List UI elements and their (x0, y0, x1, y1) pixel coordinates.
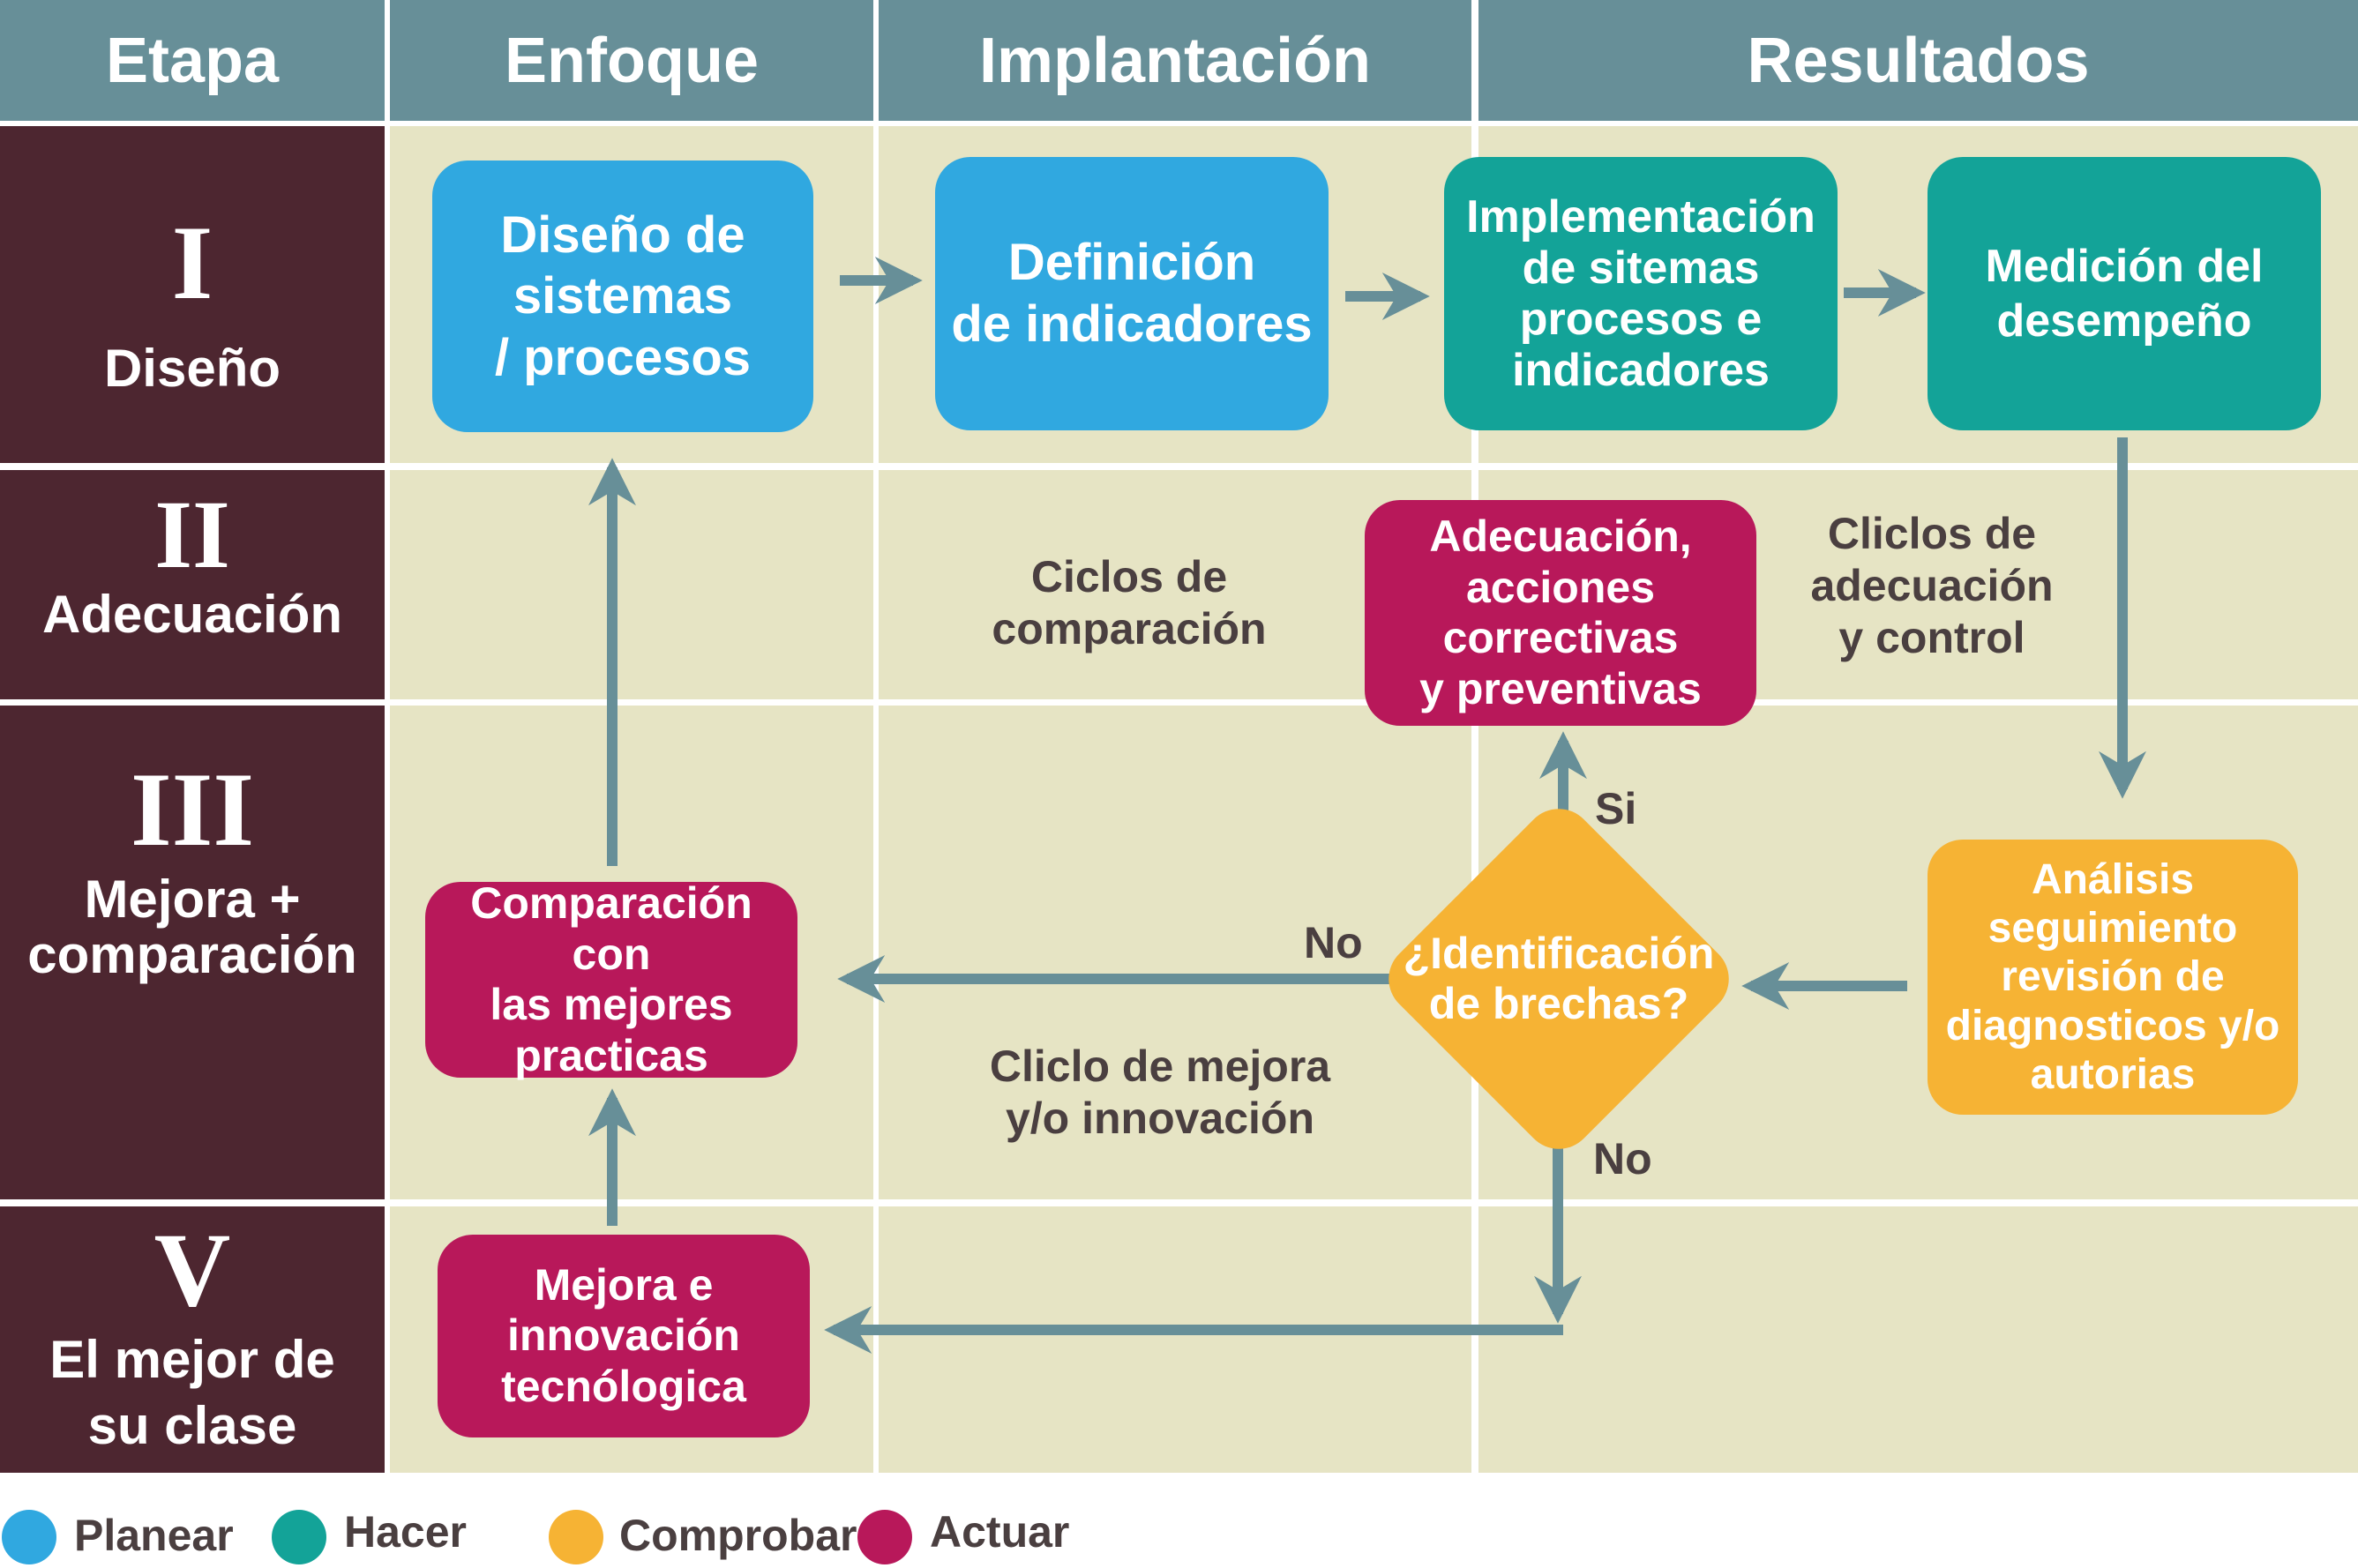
stage-3-name: Mejora + comparación (27, 870, 357, 984)
cell (879, 1206, 1471, 1473)
cell (879, 706, 1471, 1199)
edge-label-no-left: No (1304, 918, 1363, 967)
stage-2-name: Adecuación (41, 585, 343, 644)
legend-planear-label: Planear (74, 1511, 234, 1560)
legend-hacer-dot (272, 1510, 326, 1564)
node-mejora-innovacion: Mejora e innovación tecnólogica (438, 1235, 810, 1437)
header-enfoque: Enfoque (390, 0, 873, 121)
edge-label-si: Si (1595, 784, 1637, 833)
edge-label-no-down: No (1593, 1134, 1652, 1183)
cell (390, 470, 873, 699)
stage-1: I Diseño (0, 126, 385, 463)
stage-4: V El mejor de su clase (0, 1206, 385, 1473)
header-resultados: Resultados (1478, 0, 2358, 121)
node-definicion-indicadores: Definición de indicadores (935, 157, 1329, 430)
stage-2: II Adecuación (0, 470, 385, 699)
legend-planear-dot (2, 1510, 56, 1564)
legend-actuar-dot (857, 1510, 912, 1564)
header-implantacion: Implantación (879, 0, 1471, 121)
stage-1-numeral: I (171, 204, 213, 321)
node-comparacion: Comparación con las mejores practicas (425, 878, 797, 1080)
node-medicion: Medición del desempeño (1928, 157, 2321, 430)
legend-comprobar-label: Comprobar (619, 1511, 857, 1560)
stage-2-numeral: II (154, 481, 230, 588)
legend-actuar-label: Actuar (930, 1507, 1070, 1557)
stage-4-name: El mejor de su clase (49, 1330, 335, 1455)
stage-4-numeral: V (153, 1211, 231, 1328)
legend-hacer-label: Hacer (344, 1507, 467, 1557)
node-implementacion: Implementación de sitemas procesos e ind… (1444, 157, 1838, 430)
decision-identificacion-label: ¿Identificación de brechas? (1403, 928, 1715, 1029)
stage-3-numeral: III (130, 750, 255, 868)
node-diseno-sistemas: Diseño de sistemas / procesos (432, 161, 813, 432)
legend-comprobar-dot (549, 1510, 603, 1564)
node-adecuacion: Adecuación, acciones correctivas y preve… (1365, 500, 1756, 726)
cell (1478, 1206, 2358, 1473)
note-ciclos-comparacion: Ciclos de comparación (992, 552, 1267, 653)
header-etapa: Etapa (0, 0, 385, 121)
stage-3: III Mejora + comparación (0, 706, 385, 1199)
stage-1-name: Diseño (103, 339, 281, 398)
node-analisis: Análisis seguimiento revisión de diagnos… (1928, 840, 2298, 1115)
note-ciclos-adecuacion: Cliclos de adecuación y control (1810, 509, 2054, 662)
note-ciclo-mejora: Cliclo de mejora y/o innovación (989, 1042, 1331, 1143)
